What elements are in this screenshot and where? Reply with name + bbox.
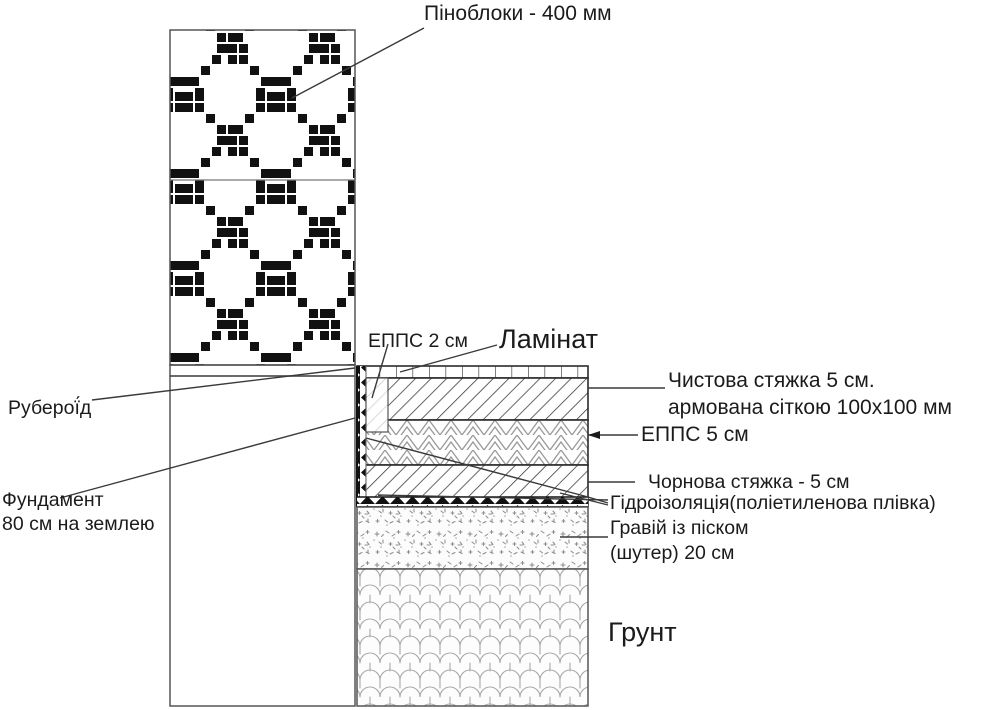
label-finish-screed-line2: армована сіткою 100х100 мм: [668, 396, 952, 419]
label-soil: Грунт: [608, 617, 677, 647]
leader-waterproofing-c: [559, 492, 609, 506]
layer-gravel: [356, 506, 589, 570]
label-laminate: Ламінат: [499, 324, 598, 354]
leader-lines: [59, 27, 665, 538]
leader-foundation: [59, 417, 356, 499]
label-epps-5cm: ЕППС 5 см: [641, 423, 749, 446]
leader-waterproof-cross: [365, 437, 589, 498]
label-ruberoid: Руберої́д: [8, 396, 92, 419]
label-wall: Піноблоки - 400 мм: [424, 2, 612, 25]
layer-rough-screed: [356, 464, 589, 508]
label-rough-screed: Чорнова стяжка - 5 см: [648, 471, 850, 493]
layer-foundation: [169, 375, 356, 707]
label-gravel-line2: (шутер) 20 см: [610, 542, 734, 564]
layer-ruberoid: [169, 364, 356, 377]
layer-epps-2cm-vertical: [365, 377, 389, 433]
label-waterproofing: Гідроізоляція(поліетиленова плівка): [610, 492, 936, 514]
leader-ruberoid: [91, 367, 356, 401]
layer-wall: [169, 29, 356, 366]
label-foundation-line2: 80 см на землею: [2, 513, 155, 535]
leader-waterproofing-b: [587, 496, 609, 504]
layer-soil: [356, 568, 589, 707]
layer-finish-screed: [356, 377, 589, 421]
layer-epps-5cm: [356, 419, 589, 466]
layer-laminate: [356, 365, 589, 379]
leader-epps-2cm: [371, 343, 389, 399]
layer-edge-membrane: [356, 366, 367, 507]
leader-laminate: [399, 344, 498, 373]
leader-wall: [291, 27, 425, 99]
label-epps-2cm: ЕППС 2 см: [368, 330, 468, 352]
label-finish-screed-line1: Чистова стяжка 5 см.: [668, 369, 875, 392]
leader-waterproofing-a: [377, 494, 609, 501]
label-gravel-line1: Гравій із піском: [610, 517, 749, 539]
label-foundation-line1: Фундамент: [2, 489, 104, 511]
leader-epps-5cm-arrow: [588, 431, 600, 439]
